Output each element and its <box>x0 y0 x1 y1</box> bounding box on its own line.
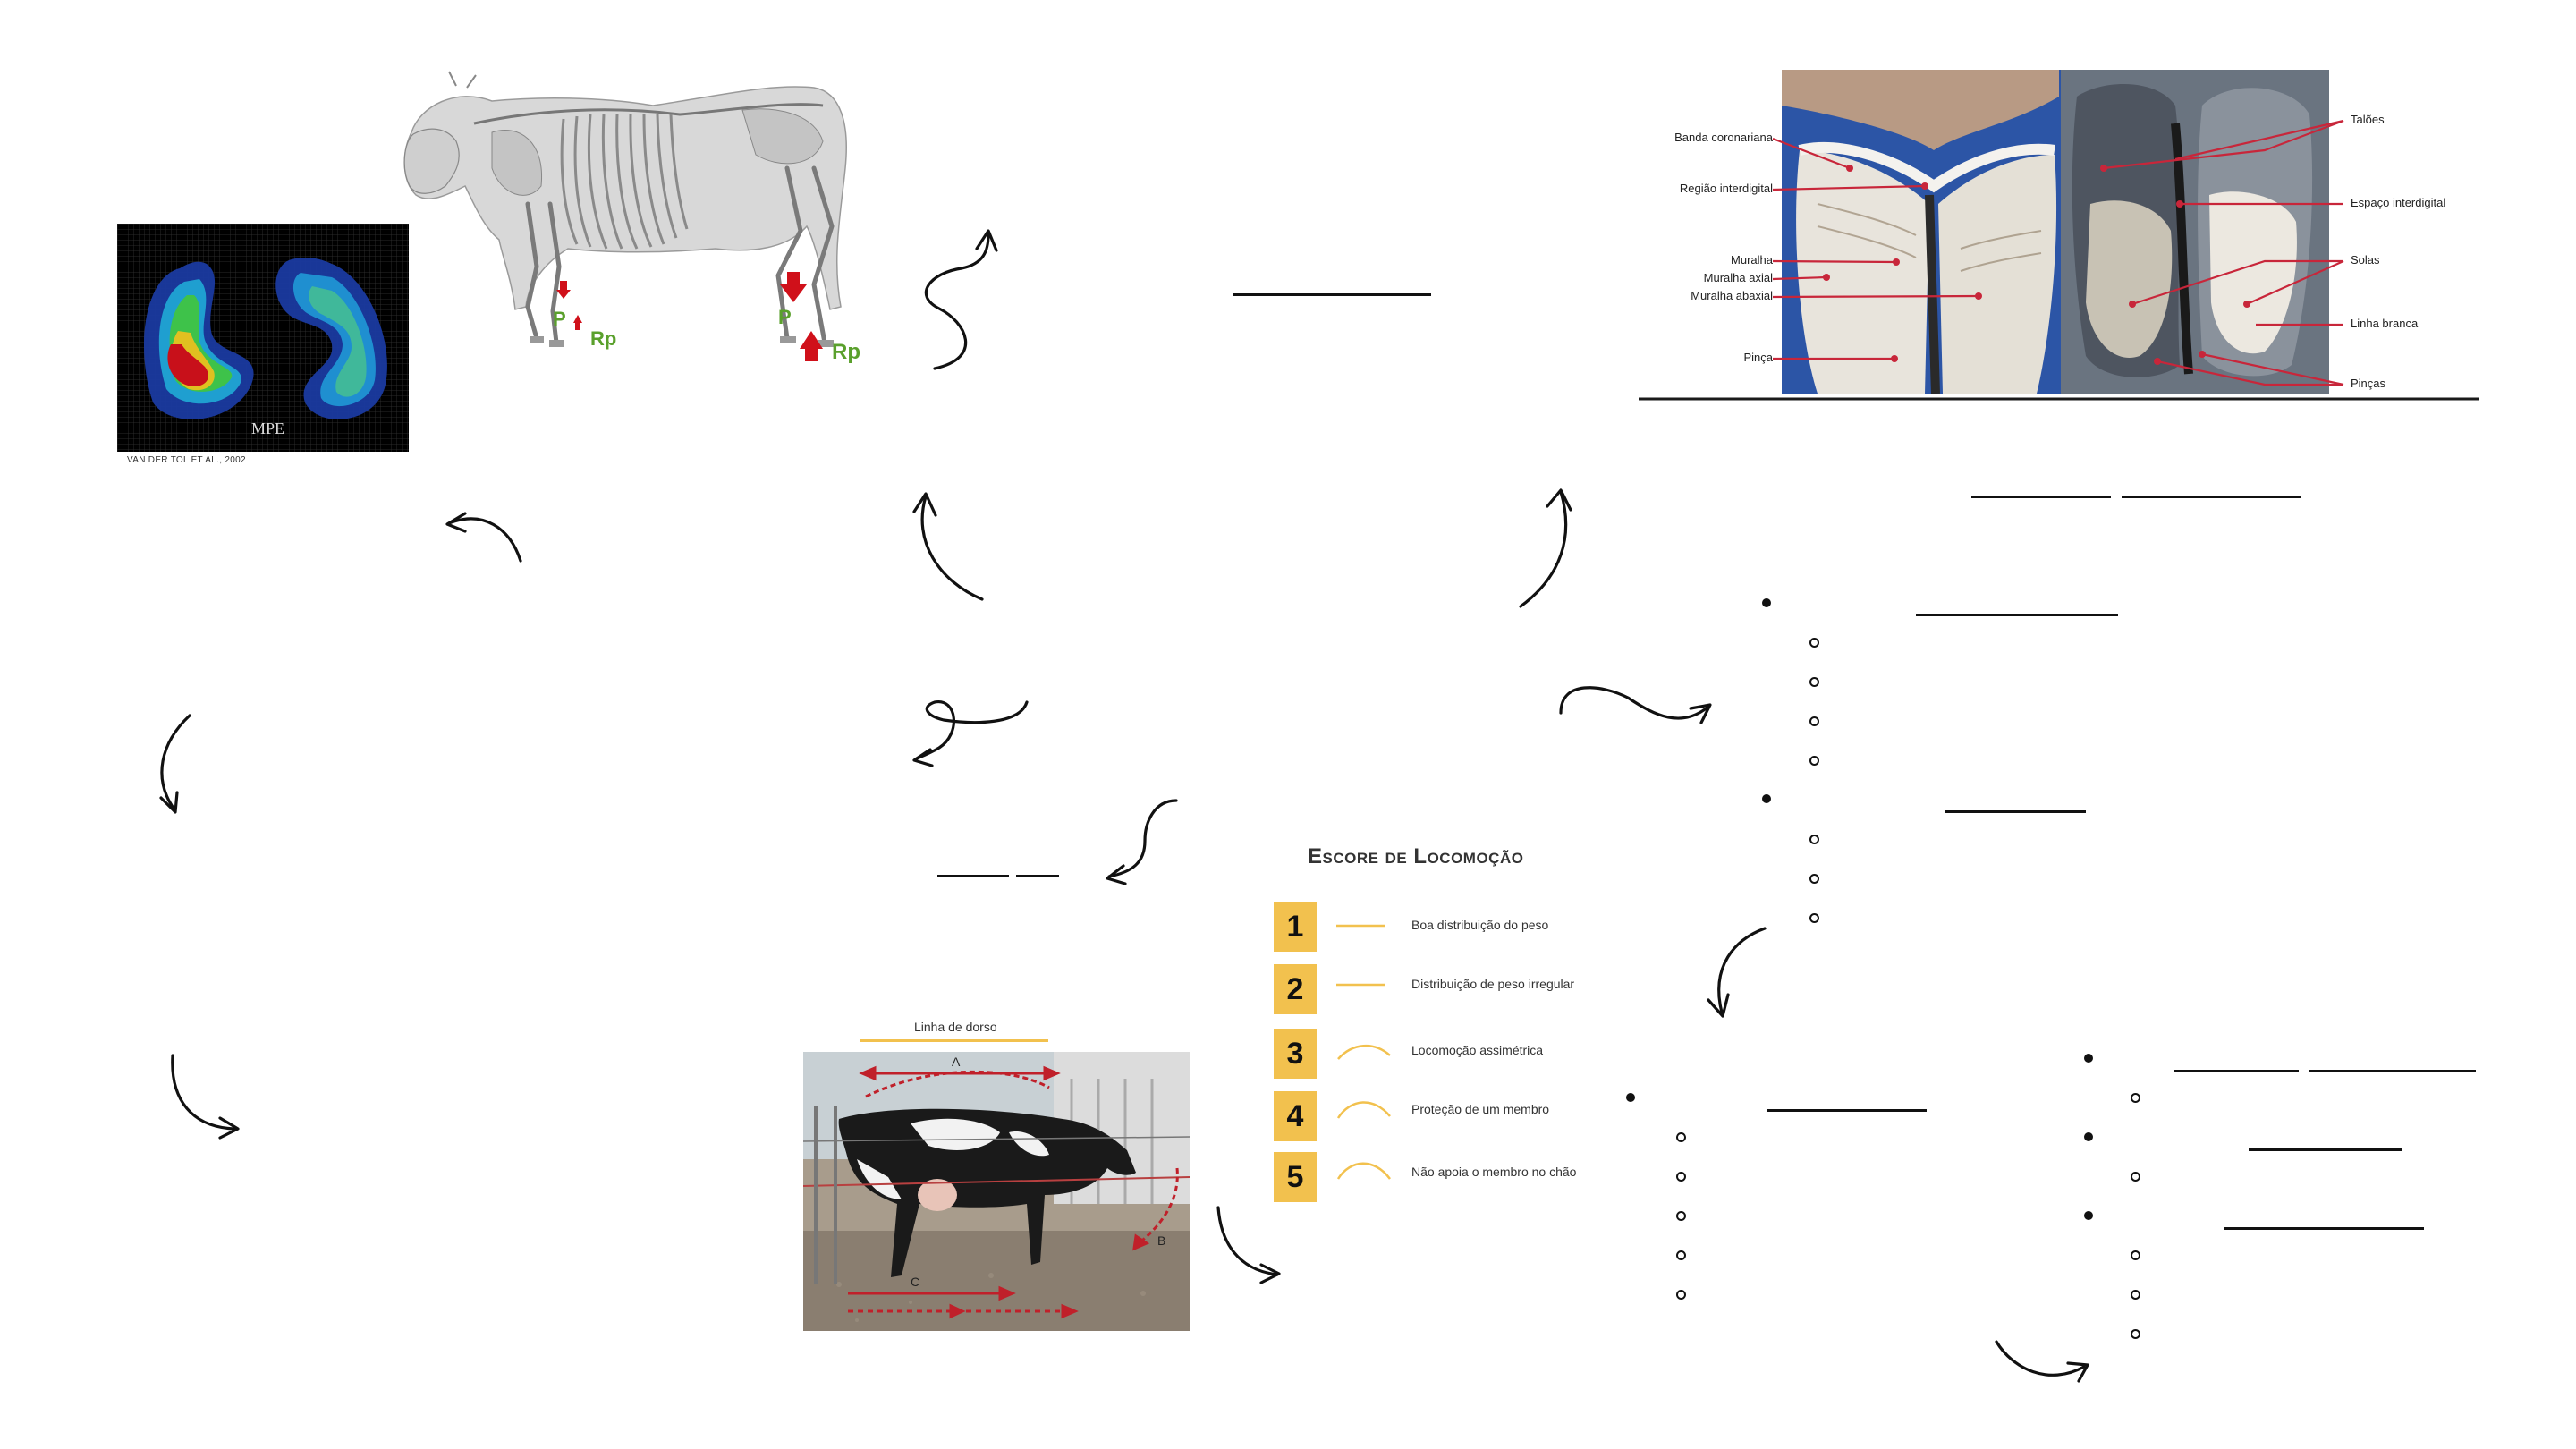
outline-sub-circle <box>2131 1290 2140 1300</box>
outline-bullet-2 <box>1762 794 1771 803</box>
outline-sub-circle <box>2131 1329 2140 1339</box>
arrow-curve-photo-to-escore <box>1218 1208 1277 1275</box>
outline-sub-circle <box>2131 1093 2140 1103</box>
outline-sub-circle <box>1809 716 1819 726</box>
arrow-curve-bottom-right <box>1996 1342 2084 1375</box>
outline-sub-circle <box>1676 1211 1686 1221</box>
arrow-curve-left-top <box>449 519 521 561</box>
outline-underline-3 <box>1767 1109 1927 1112</box>
arrow-loop-center <box>917 702 1027 758</box>
outline-sub-circle <box>1809 835 1819 844</box>
arrow-curve-down-right <box>173 1055 234 1129</box>
underline-top-center <box>1233 293 1431 296</box>
outline-sub-circle <box>1676 1250 1686 1260</box>
outline-sub-circle <box>1809 913 1819 923</box>
outline-sub-circle <box>1676 1172 1686 1182</box>
outline-bullet-5 <box>2084 1132 2093 1141</box>
underline-center-a <box>937 875 1009 877</box>
outline-sub-circle <box>2131 1250 2140 1260</box>
outline-sub-circle <box>1809 638 1819 648</box>
outline-sub-circle <box>2131 1172 2140 1182</box>
underline-right-a <box>1971 496 2111 498</box>
outline-bullet-3 <box>1626 1093 1635 1102</box>
outline-underline-5 <box>2249 1148 2402 1151</box>
arrow-curve-up-right <box>1521 492 1566 606</box>
arrow-curve-up-left <box>922 496 982 599</box>
arrow-squiggle-up <box>926 234 988 369</box>
outline-sub-circle <box>1676 1290 1686 1300</box>
outline-sub-circle <box>1809 874 1819 884</box>
outline-underline-1 <box>1916 614 2118 616</box>
underline-right-b <box>2122 496 2301 498</box>
outline-bullet-1 <box>1762 598 1771 607</box>
outline-bullet-4 <box>2084 1054 2093 1063</box>
underline-center-b <box>1016 875 1059 877</box>
outline-sub-circle <box>1809 756 1819 766</box>
outline-underline-2 <box>1945 810 2086 813</box>
outline-sub-circle <box>1809 677 1819 687</box>
arrow-wave-right <box>1561 688 1708 718</box>
outline-sub-circle <box>1676 1132 1686 1142</box>
outline-underline-4b <box>2309 1070 2476 1072</box>
outline-underline-4a <box>2174 1070 2299 1072</box>
outline-bullet-6 <box>2084 1211 2093 1220</box>
arrow-squiggle-down-left <box>1109 801 1176 877</box>
outline-underline-6 <box>2224 1227 2424 1230</box>
